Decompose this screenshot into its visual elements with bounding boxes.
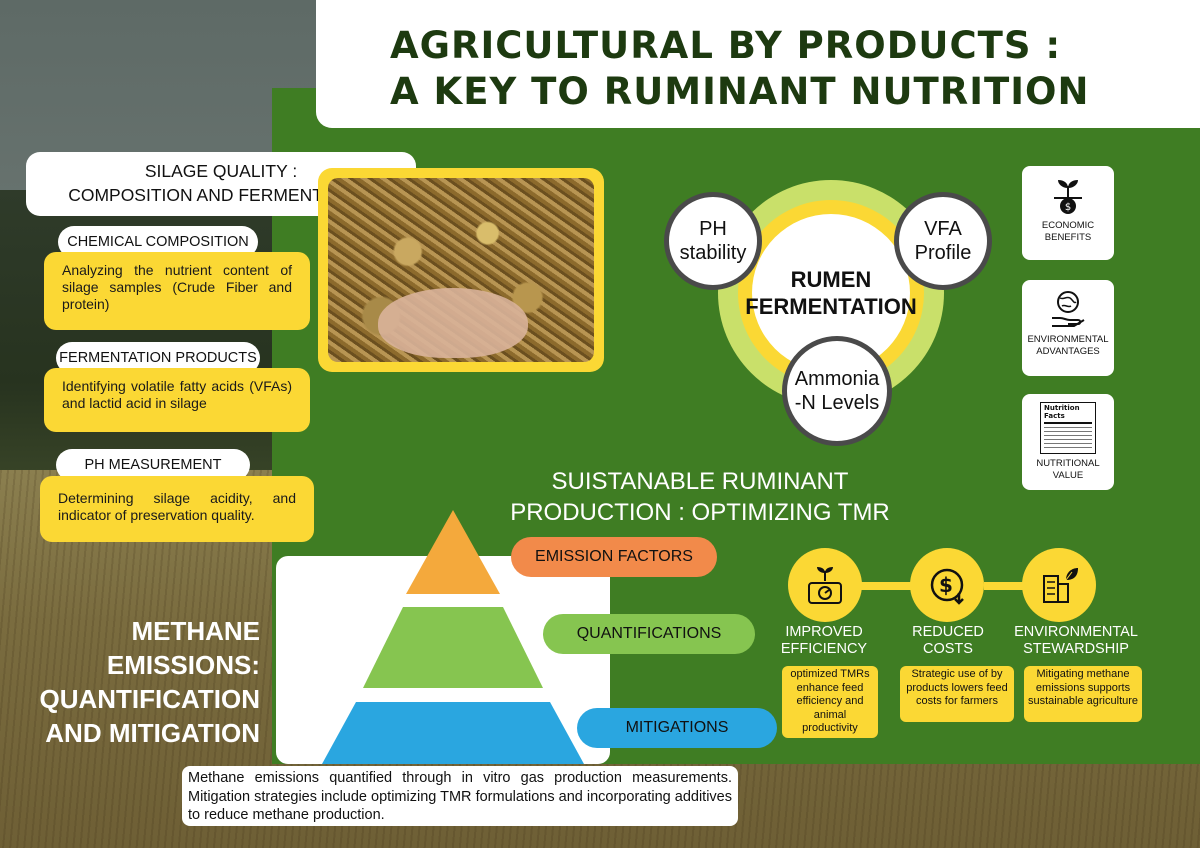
mitigations-band: MITIGATIONS	[577, 708, 777, 748]
ammonia-levels-bubble: Ammonia-N Levels	[782, 336, 892, 446]
chemical-composition-text: Analyzing the nutrient content of silage…	[44, 252, 310, 330]
nutrition-facts-icon-title: Nutrition Facts	[1044, 404, 1080, 420]
environmental-advantages-line-1: ENVIRONMENTAL	[1027, 334, 1109, 345]
nutritional-value-line-1: NUTRITIONAL	[1036, 458, 1100, 469]
ph-measurement-text: Determining silage acidity, and indicato…	[40, 476, 314, 542]
improved-efficiency-line-2: EFFICIENCY	[780, 641, 868, 657]
title-line-2: A KEY TO RUMINANT NUTRITION	[390, 70, 1090, 113]
rumen-label-line-2: FERMENTATION	[745, 294, 917, 319]
nutritional-value-line-2: VALUE	[1052, 470, 1084, 481]
reduced-costs-line-2: COSTS	[923, 641, 973, 657]
vfa-profile-line-1: VFA	[924, 218, 962, 240]
methane-title-line-1: METHANE	[131, 616, 260, 646]
environmental-advantages-card: ENVIRONMENTAL ADVANTAGES	[1022, 280, 1114, 376]
silage-photo	[328, 178, 594, 362]
nutrition-facts-icon: Nutrition Facts	[1040, 402, 1096, 454]
title-box: AGRICULTURAL BY PRODUCTS : A KEY TO RUMI…	[316, 0, 1200, 128]
environmental-stewardship-title: ENVIRONMENTAL STEWARDSHIP	[1006, 624, 1146, 658]
reduced-costs-circle: $	[910, 548, 984, 622]
sustainable-heading: SUISTANABLE RUMINANT PRODUCTION : OPTIMI…	[480, 466, 920, 528]
emission-factors-band: EMISSION FACTORS	[511, 537, 717, 577]
svg-text:$: $	[1065, 202, 1071, 213]
plant-coin-icon: $	[1054, 180, 1082, 214]
globe-hand-icon	[1052, 291, 1085, 327]
ph-measurement-label: PH MEASUREMENT	[56, 449, 250, 481]
environmental-stewardship-line-1: ENVIRONMENTAL	[1014, 624, 1138, 640]
methane-title: METHANE EMISSIONS: QUANTIFICATION AND MI…	[10, 614, 261, 750]
pyramid-bottom-tier	[322, 702, 584, 764]
methane-description: Methane emissions quantified through in …	[182, 766, 738, 826]
environmental-stewardship-line-2: STEWARDSHIP	[1023, 641, 1129, 657]
benefit-connector-2	[984, 582, 1026, 590]
quantifications-band: QUANTIFICATIONS	[543, 614, 755, 654]
building-leaf-icon	[1043, 568, 1078, 603]
silage-heading-line-2: COMPOSITION AND FERMENTATION	[68, 185, 374, 205]
sustainable-heading-line-2: PRODUCTION : OPTIMIZING TMR	[510, 499, 890, 526]
improved-efficiency-line-1: IMPROVED	[785, 624, 863, 640]
ph-stability-line-1: PH	[699, 218, 727, 240]
rumen-fermentation-label: RUMEN FERMENTATION	[738, 266, 924, 320]
reduced-costs-line-1: REDUCED	[912, 624, 984, 640]
improved-efficiency-title: IMPROVED EFFICIENCY	[770, 624, 878, 658]
reduced-costs-title: REDUCED COSTS	[896, 624, 1000, 658]
rumen-label-line-1: RUMEN	[790, 267, 872, 292]
hand-shape	[378, 288, 528, 358]
methane-title-line-2: EMISSIONS:	[106, 650, 260, 680]
ammonia-line-1: Ammonia	[794, 368, 880, 390]
svg-text:$: $	[939, 573, 953, 597]
methane-title-line-3: QUANTIFICATION	[39, 684, 261, 714]
growth-meter-icon	[808, 567, 842, 604]
improved-efficiency-circle	[788, 548, 862, 622]
reduced-costs-description: Strategic use of by products lowers feed…	[900, 666, 1014, 722]
environmental-stewardship-circle	[1022, 548, 1096, 622]
benefit-connector-1	[860, 582, 914, 590]
pyramid-middle-tier	[363, 607, 543, 688]
economic-benefits-card: $ ECONOMIC BENEFITS	[1022, 166, 1114, 260]
nutritional-value-card: Nutrition Facts NUTRITIONAL VALUE	[1022, 394, 1114, 490]
environmental-stewardship-description: Mitigating methane emissions supports su…	[1024, 666, 1142, 722]
ammonia-line-2: -N Levels	[794, 392, 880, 414]
pyramid-top-tier	[406, 510, 500, 594]
silage-heading-line-1: SILAGE QUALITY :	[144, 161, 298, 181]
silage-photo-frame	[318, 168, 604, 372]
improved-efficiency-description: optimized TMRs enhance feed efficiency a…	[782, 666, 878, 738]
economic-benefits-line-1: ECONOMIC	[1041, 220, 1095, 231]
environmental-advantages-line-2: ADVANTAGES	[1036, 346, 1100, 357]
dollar-down-icon: $	[930, 568, 964, 605]
economic-benefits-line-2: BENEFITS	[1044, 232, 1092, 243]
sustainable-heading-line-1: SUISTANABLE RUMINANT	[551, 468, 849, 495]
vfa-profile-line-2: Profile	[914, 242, 972, 264]
fermentation-products-text: Identifying volatile fatty acids (VFAs) …	[44, 368, 310, 432]
ph-stability-line-2: stability	[679, 242, 747, 264]
title-line-1: AGRICULTURAL BY PRODUCTS :	[390, 24, 1062, 67]
methane-title-line-4: AND MITIGATION	[45, 718, 260, 748]
